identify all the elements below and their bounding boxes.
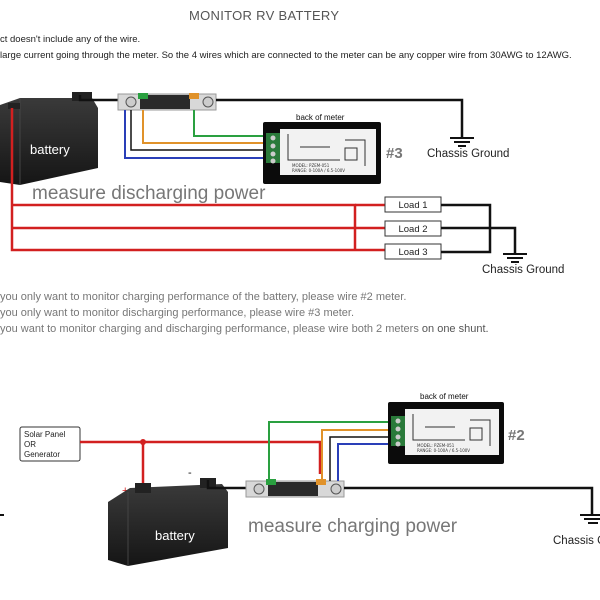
battery-label-top: battery — [30, 142, 70, 157]
tip-3: you want to monitor charging and dischar… — [0, 323, 489, 335]
wire-battery-pos — [10, 108, 385, 252]
svg-text:OR: OR — [24, 440, 36, 449]
wire-blue-top — [124, 110, 268, 159]
svg-text:RANGE: 0-100A / 6.5-100V: RANGE: 0-100A / 6.5-100V — [292, 168, 345, 173]
meter-2-header: back of meter — [420, 392, 469, 401]
wire-orange-top — [142, 110, 268, 144]
ground-symbol-loads — [503, 253, 527, 263]
svg-text:-: - — [188, 467, 192, 479]
battery-label-bottom: battery — [155, 528, 195, 543]
caption-charging: measure charging power — [248, 516, 458, 537]
tip-2: you only want to monitor discharging per… — [0, 307, 355, 319]
note-line-1: ct doesn't include any of the wire. — [0, 34, 141, 45]
ground-label-loads: Chassis Ground — [482, 264, 565, 276]
meter-3-header: back of meter — [296, 113, 345, 122]
svg-text:+: + — [122, 485, 128, 497]
meter-2: MODEL: PZEM-051 RANGE: 0-100A / 6.5-100V — [388, 402, 504, 464]
svg-text:Load 2: Load 2 — [398, 224, 427, 235]
svg-text:Load 1: Load 1 — [398, 200, 427, 211]
source-box: Solar Panel OR Generator — [19, 426, 81, 462]
wire-blue-bottom — [337, 443, 392, 481]
svg-text:Load 3: Load 3 — [398, 247, 427, 258]
page-title: MONITOR RV BATTERY — [189, 8, 340, 23]
load-2: Load 2 — [384, 220, 442, 237]
ground-symbol-top — [450, 137, 474, 147]
svg-text:MODEL: PZEM-051: MODEL: PZEM-051 — [417, 443, 455, 448]
tip-3-emphasis: on one shunt. — [421, 323, 489, 335]
note-line-2: large current going through the meter. S… — [0, 50, 572, 61]
tip-1: you only want to monitor charging perfor… — [0, 291, 407, 303]
wire-green-top — [193, 110, 268, 137]
meter-2-id: #2 — [508, 427, 525, 444]
caption-discharging: measure discharging power — [32, 183, 266, 204]
ground-label-bottom: Chassis G — [553, 535, 600, 547]
meter-3-id: #3 — [386, 145, 403, 162]
shunt-top — [117, 93, 217, 111]
shunt-bottom — [245, 479, 345, 498]
load-3: Load 3 — [384, 243, 442, 260]
ground-label-top: Chassis Ground — [427, 148, 510, 160]
svg-text:RANGE: 0-100A / 6.5-100V: RANGE: 0-100A / 6.5-100V — [417, 448, 470, 453]
ground-symbol-bottom — [580, 514, 600, 524]
load-1: Load 1 — [384, 196, 442, 213]
svg-text:Generator: Generator — [24, 450, 60, 459]
wire-battery-neg — [78, 95, 122, 102]
battery-top: battery — [0, 92, 98, 185]
meter-3: MODEL: PZEM-051 RANGE: 0-100A / 6.5-100V — [263, 122, 381, 184]
wire-orange-bottom — [321, 429, 392, 481]
svg-text:MODEL: PZEM-051: MODEL: PZEM-051 — [292, 163, 330, 168]
wire-green-bottom — [268, 421, 392, 481]
svg-text:Solar Panel: Solar Panel — [24, 430, 66, 439]
battery-bottom: battery — [108, 478, 228, 566]
